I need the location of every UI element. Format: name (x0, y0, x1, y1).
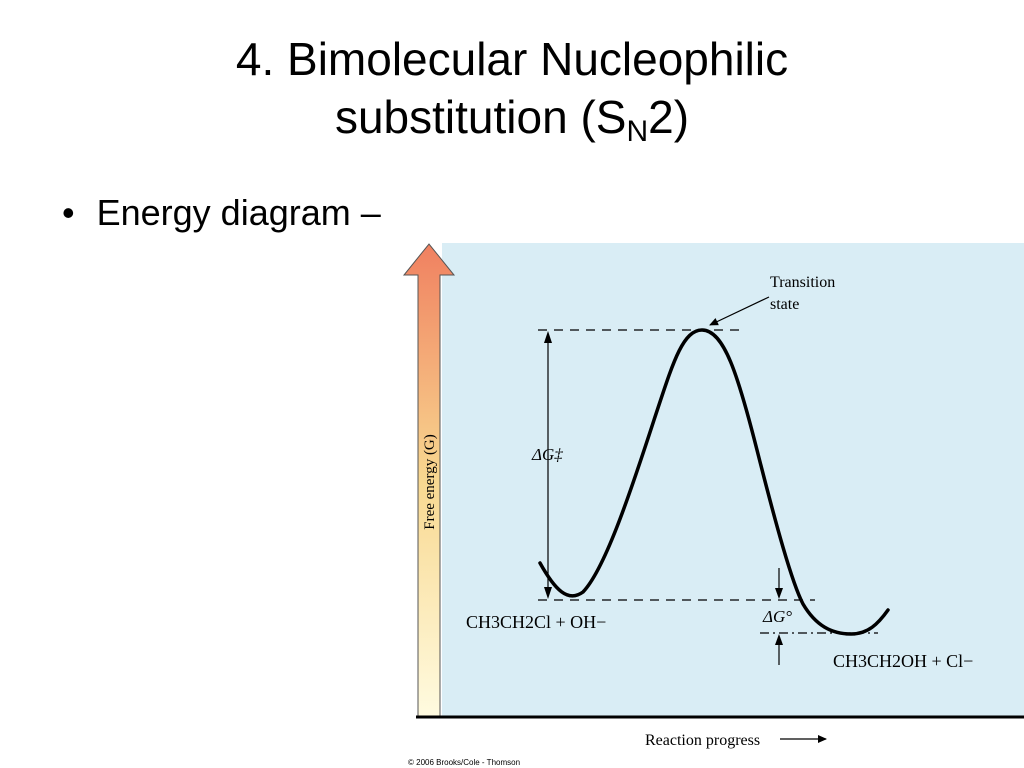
title-line-2-prefix: substitution (S (334, 91, 627, 143)
activation-energy-arrowhead-top (544, 331, 552, 343)
activation-energy-arrowhead-bottom (544, 587, 552, 599)
bullet-text: Energy diagram – (96, 192, 381, 233)
free-energy-change-label: ΔG° (762, 607, 792, 626)
bullet-symbol: • (62, 192, 75, 233)
y-axis-label: Free energy (G) (422, 434, 438, 530)
delta-g-arrowhead-top (775, 588, 783, 599)
diagram-panel (442, 243, 1024, 717)
reactants-label: CH3CH2Cl + OH− (466, 612, 606, 632)
products-label: CH3CH2OH + Cl− (833, 651, 973, 671)
title-line-2-suffix: 2) (648, 91, 690, 143)
transition-state-pointer (709, 296, 770, 326)
x-axis-label: Reaction progress (645, 732, 760, 749)
transition-state-label-line-1: Transition (770, 274, 835, 291)
slide-title: 4. Bimolecular Nucleophilic substitution… (0, 30, 1024, 148)
copyright-text: © 2006 Brooks/Cole - Thomson (408, 758, 520, 767)
activation-energy-label: ΔG‡ (531, 445, 563, 464)
reaction-curve (538, 328, 890, 636)
bullet-item: • Energy diagram – (62, 192, 381, 234)
title-line-2: substitution (SN2) (0, 88, 1024, 148)
delta-g-arrowhead-bottom (775, 634, 783, 645)
free-energy-arrow (402, 243, 456, 718)
title-subscript: N (626, 115, 649, 148)
transition-state-label-line-2: state (770, 296, 799, 313)
title-line-1: 4. Bimolecular Nucleophilic (235, 33, 789, 85)
